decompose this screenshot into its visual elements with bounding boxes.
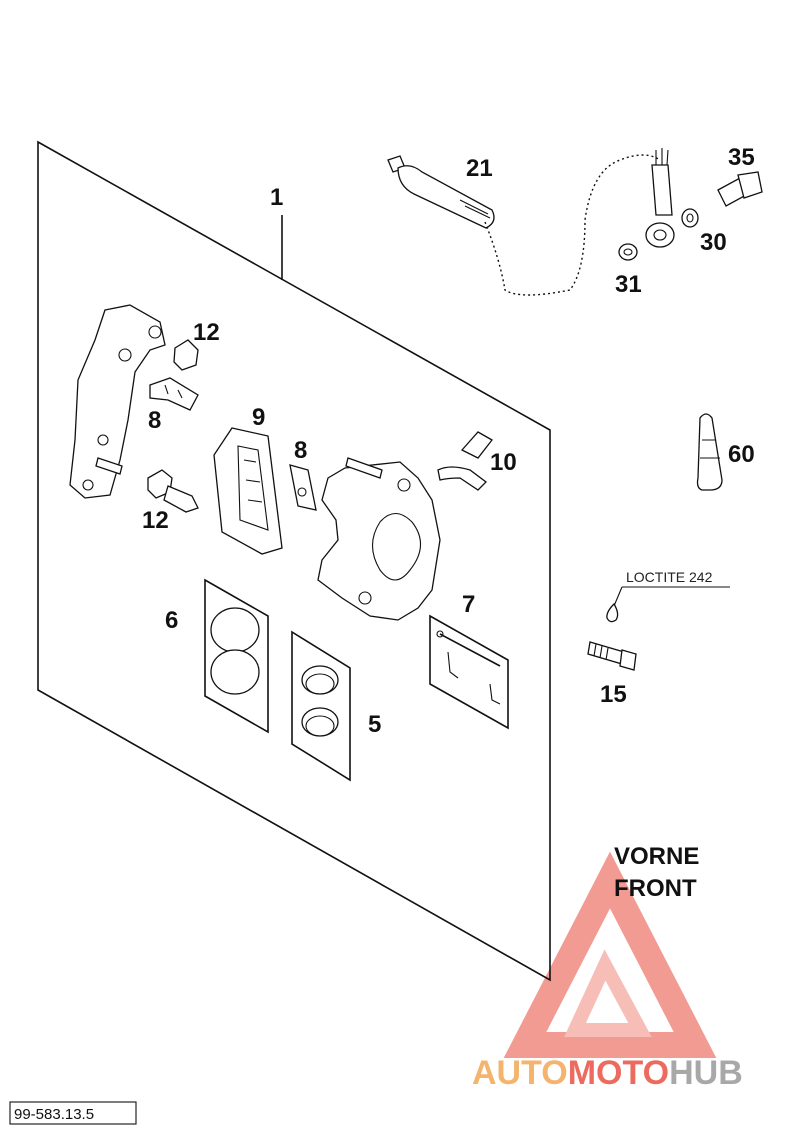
part-8-pad-spring-left: [149, 377, 199, 411]
callout-8-right: 8: [294, 437, 307, 464]
callout-1: 1: [270, 184, 283, 211]
drawing-code: 99-583.13.5: [14, 1106, 94, 1123]
part-30-washer: [681, 208, 699, 228]
callout-9: 9: [252, 404, 265, 431]
direction-label-front: FRONT: [614, 875, 697, 902]
callout-6: 6: [165, 607, 178, 634]
part-10-bleeder-valve: [437, 431, 493, 491]
part-31-washer: [618, 243, 638, 261]
part-9-brake-pad: [213, 427, 283, 555]
loctite-note: LOCTITE 242: [626, 569, 713, 585]
callout-10: 10: [490, 449, 517, 476]
drawing-code-box: [9, 1101, 137, 1125]
callout-15: 15: [600, 681, 627, 708]
watermark-text: AUTOMOTOHUB: [472, 1054, 743, 1092]
direction-label-vorne: VORNE: [614, 843, 699, 870]
watermark-logo: [503, 851, 717, 1058]
kit-sheet: [37, 140, 551, 982]
callout-8-left: 8: [148, 407, 161, 434]
banjo-fitting: [645, 148, 675, 248]
part-12-pin-bottom: [147, 469, 199, 513]
part-6-pistons: [204, 578, 269, 734]
part-35-banjo-bolt: [717, 171, 763, 207]
loctite-drop-icon: [606, 602, 619, 623]
part-15-bolt: [587, 641, 637, 671]
part-12-bushing-top: [173, 339, 199, 371]
callout-12-top: 12: [193, 319, 220, 346]
callout-5: 5: [368, 711, 381, 738]
callout-7: 7: [462, 591, 475, 618]
callout-31: 31: [615, 271, 642, 298]
callout-21: 21: [466, 155, 493, 182]
part-5-seals: [291, 630, 351, 782]
part-60-grease-tube: [696, 413, 723, 491]
part-7-pins: [429, 614, 509, 730]
callout-12-bottom: 12: [142, 507, 169, 534]
callout-60: 60: [728, 441, 755, 468]
part-8-pad-spring-right: [289, 464, 317, 511]
caliper-bracket: [69, 304, 166, 499]
callout-30: 30: [700, 229, 727, 256]
part-21-brake-line: [387, 154, 661, 296]
caliper-body: [317, 457, 441, 621]
callout-35: 35: [728, 144, 755, 171]
